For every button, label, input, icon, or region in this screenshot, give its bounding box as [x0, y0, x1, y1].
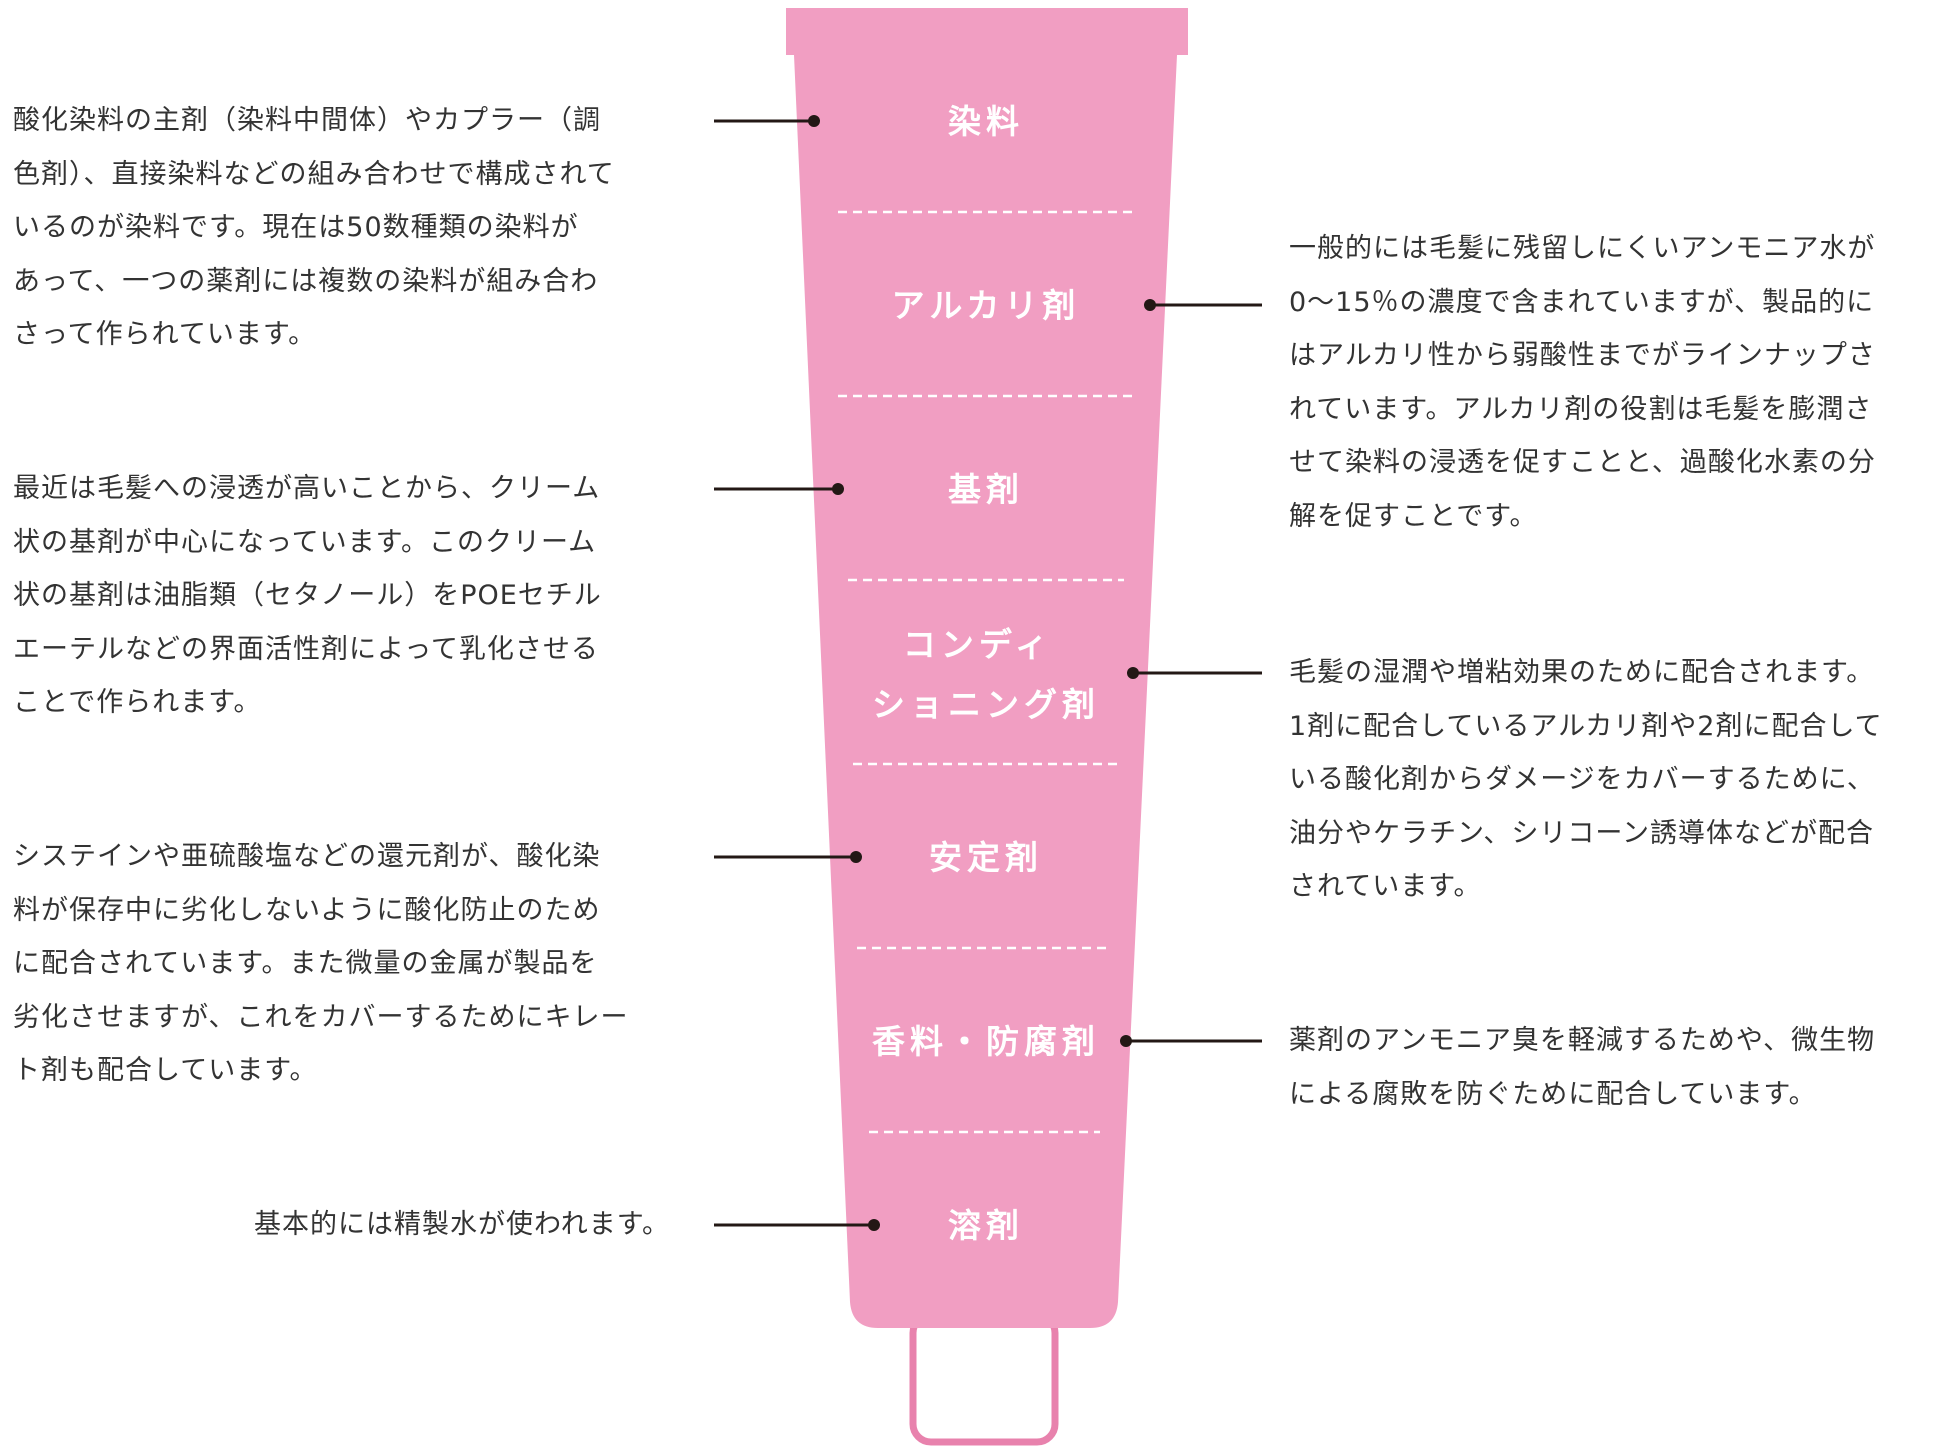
leader-dot-conditioning — [1127, 667, 1139, 679]
leaders-right — [1120, 299, 1262, 1047]
segment-label-dye: 染料 — [948, 102, 1024, 141]
description-base: 最近は毛髪への浸透が高いことから、クリーム 状の基剤が中心になっています。このク… — [13, 473, 602, 718]
leaders-left — [714, 115, 880, 1231]
segment-label-alkali: アルカリ剤 — [892, 286, 1081, 325]
leader-dot-solvent — [868, 1219, 880, 1231]
leader-dot-alkali — [1144, 299, 1156, 311]
leader-dot-base — [832, 483, 844, 495]
description-alkali: 一般的には毛髪に残留しにくいアンモニア水が 0〜15％の濃度で含まれていますが、… — [1289, 233, 1876, 532]
tube-body — [786, 8, 1188, 1328]
segment-label-stabilizer: 安定剤 — [929, 838, 1043, 877]
description-conditioning: 毛髪の湿潤や増粘効果のために配合されます。 1剤に配合しているアルカリ剤や2剤に… — [1289, 657, 1883, 902]
tube-hanger — [909, 1311, 1059, 1446]
segment-label-base: 基剤 — [948, 470, 1024, 509]
segment-label-solvent: 溶剤 — [948, 1206, 1024, 1245]
leader-dot-fragrance — [1120, 1035, 1132, 1047]
description-fragrance-preservative: 薬剤のアンモニア臭を軽減するためや、微生物 による腐敗を防ぐために配合しています… — [1289, 1025, 1876, 1110]
description-solvent: 基本的には精製水が使われます。 — [254, 1209, 670, 1240]
segment-label-conditioning: コンディ ショニング剤 — [872, 625, 1100, 724]
leader-dot-stabilizer — [850, 851, 862, 863]
leader-dot-dye — [808, 115, 820, 127]
description-dye: 酸化染料の主剤（染料中間体）やカプラー（調 色剤）、直接染料などの組み合わせで構… — [13, 105, 615, 350]
segment-dividers — [838, 210, 1135, 1134]
segment-label-fragrance-preservative: 香料・防腐剤 — [872, 1022, 1100, 1061]
description-stabilizer: システインや亜硫酸塩などの還元剤が、酸化染 料が保存中に劣化しないように酸化防止… — [13, 841, 629, 1086]
